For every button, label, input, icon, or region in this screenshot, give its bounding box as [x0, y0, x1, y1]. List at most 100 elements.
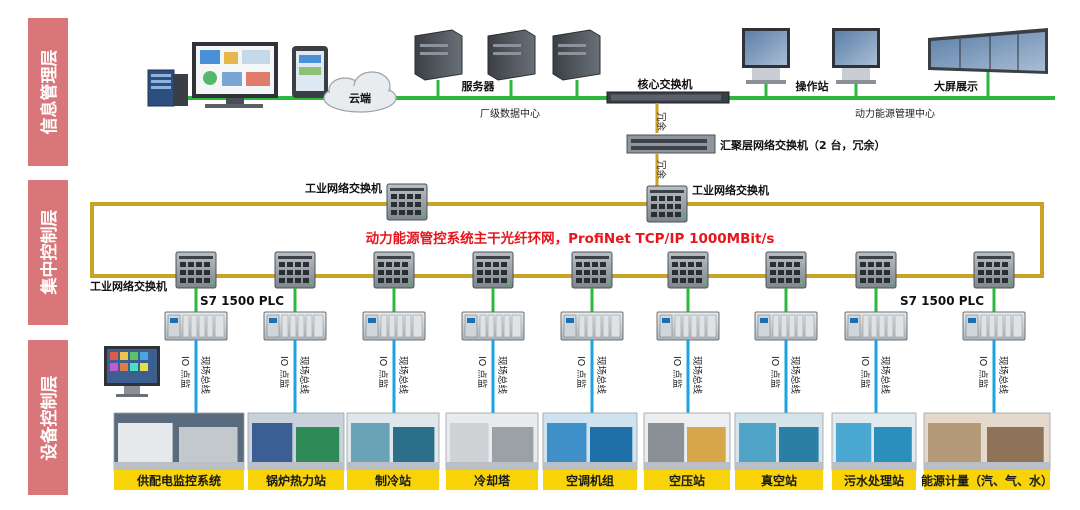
station-label: 污水处理站: [844, 473, 904, 488]
ring-switch-icon: [175, 251, 217, 289]
station-label-bar: [924, 470, 1050, 490]
data-workstation: [147, 42, 328, 108]
io-label: IO 点监: [671, 356, 683, 389]
bigscreen-label: 大屏展示: [934, 79, 978, 93]
station-label-bar: [446, 470, 538, 490]
plc-icon: [962, 311, 1026, 341]
ring-switch-icon: [765, 251, 807, 289]
ring-switch-icon: [667, 251, 709, 289]
local-hmi-monitor: [104, 346, 160, 397]
io-label: IO 点监: [769, 356, 781, 389]
plc-icon: [461, 311, 525, 341]
fiber-ring: [90, 202, 1044, 278]
station-column: IO 点监现场总线供配电监控系统: [113, 251, 245, 490]
station-photo: [643, 412, 731, 471]
fieldbus-label: 现场总线: [199, 356, 211, 395]
station-label-bar: [248, 470, 344, 490]
io-label: IO 点监: [278, 356, 290, 389]
station-label: 冷却塔: [474, 473, 511, 488]
ring-top-switch-left: 工业网络交换机: [305, 181, 428, 221]
redundant-label-lower: 冗余: [655, 160, 667, 180]
station-label-bar: [347, 470, 439, 490]
station-column: IO 点监现场总线污水处理站: [831, 251, 917, 490]
sidebar-device-layer: 设备控制层: [28, 340, 68, 495]
fieldbus-label: 现场总线: [997, 356, 1009, 395]
station-columns: IO 点监现场总线供配电监控系统IO 点监现场总线锅炉热力站IO 点监现场总线制…: [113, 251, 1053, 490]
station-column: IO 点监现场总线能源计量（汽、气、水）: [921, 251, 1053, 490]
io-label: IO 点监: [575, 356, 587, 389]
station-label: 制冷站: [375, 473, 411, 488]
energy-center-label: 动力能源管理中心: [855, 107, 935, 120]
plc-icon: [656, 311, 720, 341]
station-label-bar: [543, 470, 637, 490]
station-label-bar: [114, 470, 244, 490]
plc-icon: [754, 311, 818, 341]
station-column: IO 点监现场总线空压站: [643, 251, 731, 490]
layer-label-device: 设备控制层: [39, 376, 60, 461]
io-label: IO 点监: [377, 356, 389, 389]
ring-switch-icon: [373, 251, 415, 289]
station-column: IO 点监现场总线锅炉热力站: [247, 251, 345, 490]
core-switch: 核心交换机: [606, 77, 730, 104]
aggregation-switch-label: 汇聚层网络交换机（2 台，冗余）: [720, 138, 885, 152]
station-label: 空调机组: [566, 473, 614, 488]
ring-switch-icon: [571, 251, 613, 289]
cloud-icon: 云端: [323, 71, 397, 113]
cloud-label: 云端: [349, 91, 371, 105]
plc-icon: [263, 311, 327, 341]
station-label: 锅炉热力站: [266, 473, 326, 488]
station-column: IO 点监现场总线制冷站: [346, 251, 440, 490]
station-photo: [831, 412, 917, 471]
io-label: IO 点监: [859, 356, 871, 389]
station-photo: [113, 412, 245, 471]
switch-label: 工业网络交换机: [692, 183, 769, 197]
aggregation-switch: 汇聚层网络交换机（2 台，冗余）: [626, 134, 885, 154]
station-photo: [445, 412, 539, 471]
station-photo: [346, 412, 440, 471]
io-label: IO 点监: [977, 356, 989, 389]
server-icon: [414, 29, 463, 81]
station-label: 能源计量（汽、气、水）: [921, 473, 1053, 488]
sidebar-info-layer: 信息管理层: [28, 18, 68, 166]
plc-icon: [844, 311, 908, 341]
layer-label-info: 信息管理层: [39, 50, 60, 135]
sidebar-central-layer: 集中控制层: [28, 180, 68, 325]
station-label: 空压站: [669, 473, 705, 488]
server-icon: [552, 29, 601, 81]
fieldbus-label: 现场总线: [496, 356, 508, 395]
station-label: 供配电监控系统: [136, 473, 221, 488]
datacenter-label: 厂级数据中心: [480, 107, 540, 120]
station-column: IO 点监现场总线真空站: [734, 251, 824, 490]
core-switch-label: 核心交换机: [638, 77, 693, 91]
ring-switch-icon: [472, 251, 514, 289]
operator-label: 操作站: [796, 79, 829, 93]
station-photo: [247, 412, 345, 471]
ring-top-switch-right: 工业网络交换机: [646, 183, 769, 223]
operator-stations: 操作站 动力能源管理中心: [742, 28, 935, 120]
station-label: 真空站: [761, 473, 797, 488]
station-photo: [734, 412, 824, 471]
ring-switch-icon: [274, 251, 316, 289]
switch-label-left: 工业网络交换机: [90, 279, 167, 293]
layer-label-central: 集中控制层: [39, 210, 60, 296]
server-group: 服务器 厂级数据中心: [414, 29, 601, 120]
fieldbus-label: 现场总线: [789, 356, 801, 395]
io-label: IO 点监: [179, 356, 191, 389]
plc-icon: [560, 311, 624, 341]
fieldbus-label: 现场总线: [397, 356, 409, 395]
switch-label: 工业网络交换机: [305, 181, 382, 195]
plc-label-right: S7 1500 PLC: [900, 294, 984, 308]
ring-switch-icon: [855, 251, 897, 289]
ring-switch-icon: [973, 251, 1015, 289]
servers-label: 服务器: [462, 79, 496, 93]
fieldbus-label: 现场总线: [879, 356, 891, 395]
station-photo: [542, 412, 638, 471]
io-label: IO 点监: [476, 356, 488, 389]
plc-label-left: S7 1500 PLC: [200, 294, 284, 308]
station-label-bar: [735, 470, 823, 490]
station-label-bar: [644, 470, 730, 490]
plc-icon: [164, 311, 228, 341]
server-icon: [487, 29, 536, 81]
